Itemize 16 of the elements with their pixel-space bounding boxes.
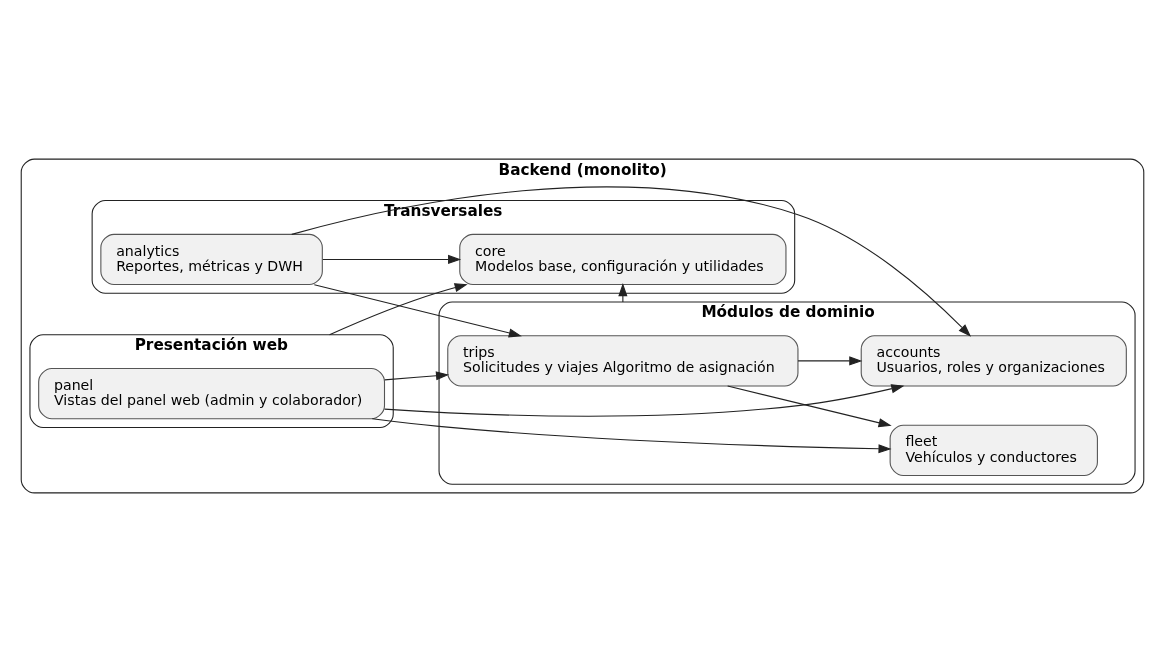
arrow (291, 185, 972, 337)
arrow (797, 355, 863, 365)
arrow (618, 282, 628, 303)
arrow (383, 383, 905, 417)
arrow (727, 385, 892, 427)
node-box: core Modelos base, configuración y utilidades (459, 233, 787, 285)
node-box: analytics Reportes, métricas y DWH (100, 233, 323, 285)
node-box: fleet Vehículos y conductores (889, 424, 1098, 476)
arrow (313, 283, 522, 337)
arrow (371, 417, 892, 453)
arrow (322, 254, 462, 264)
arrow (329, 282, 468, 335)
arrow (384, 370, 450, 380)
node-box: trips Solicitudes y viajes Algoritmo de asignación (447, 334, 799, 387)
node-box: panel Vistas del panel web (admin y colaborador) (38, 367, 386, 419)
node-box: accounts Usuarios, roles y organizaciones (860, 334, 1127, 387)
